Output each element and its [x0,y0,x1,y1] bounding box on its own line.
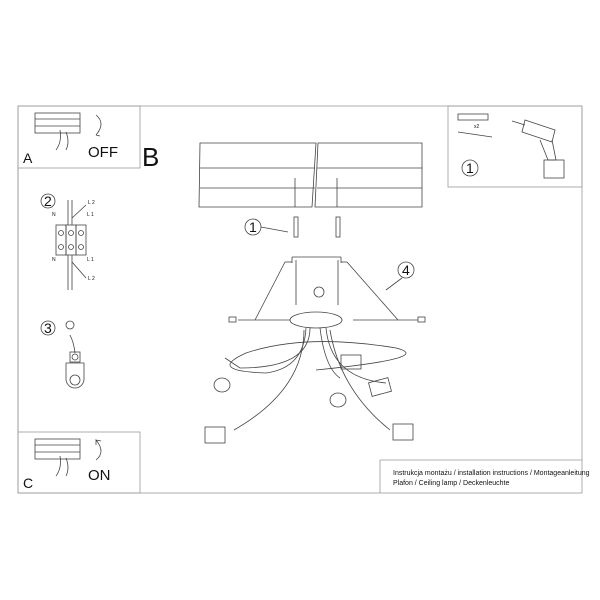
wire-n-top: N [52,212,56,218]
wire-l1-top: L 1 [87,212,94,218]
fuse-box-icon [34,112,81,151]
caption-line-1: Instrukcja montażu / installation instru… [393,470,590,477]
terminal-block-icon [55,200,87,290]
quantity-label: x2 [474,124,480,130]
arrow-up-icon [95,438,102,461]
step-1-tools-circle [461,159,479,177]
step-4-number: 4 [402,262,410,278]
panel-c-frame [17,431,141,494]
power-off-label: OFF [88,144,118,161]
step-4-circle [397,261,415,279]
step-3-number: 3 [44,320,52,336]
tools-panel-frame [447,105,583,188]
section-a-label: A [23,150,33,166]
ground-terminal-icon [65,334,85,389]
caption: Instrukcja montażu / installation instru… [393,469,590,489]
outer-frame [17,105,583,494]
section-b-label: B [142,142,160,172]
panel-a-frame [17,105,141,169]
fuse-box-icon [34,438,81,477]
section-c-label: C [23,475,34,491]
wall-plug-icon [335,216,341,238]
step-2-circle [40,193,56,209]
wall-plug-icon [293,216,299,238]
ceiling-lamp-drawing [204,311,414,444]
drill-icon [511,119,565,179]
wire-l2-top: L 2 [88,200,95,206]
screws-and-plugs-icon [457,113,493,138]
step-1-tools-number: 1 [466,160,474,176]
wire-n-bottom: N [52,257,56,263]
arrow-down-icon [95,114,102,137]
wire-l2-bottom: L 2 [88,276,95,282]
mounting-bracket [228,256,426,323]
ground-symbol-icon [65,320,75,330]
step-3-circle [40,320,56,336]
step-1-number: 1 [249,219,257,235]
wire-l1-bottom: L 1 [87,257,94,263]
step-2-number: 2 [44,193,52,209]
ceiling-panel [198,142,423,208]
power-on-label: ON [88,467,111,484]
caption-line-2: Plafon / Ceiling lamp / Deckenleuchte [393,480,510,487]
